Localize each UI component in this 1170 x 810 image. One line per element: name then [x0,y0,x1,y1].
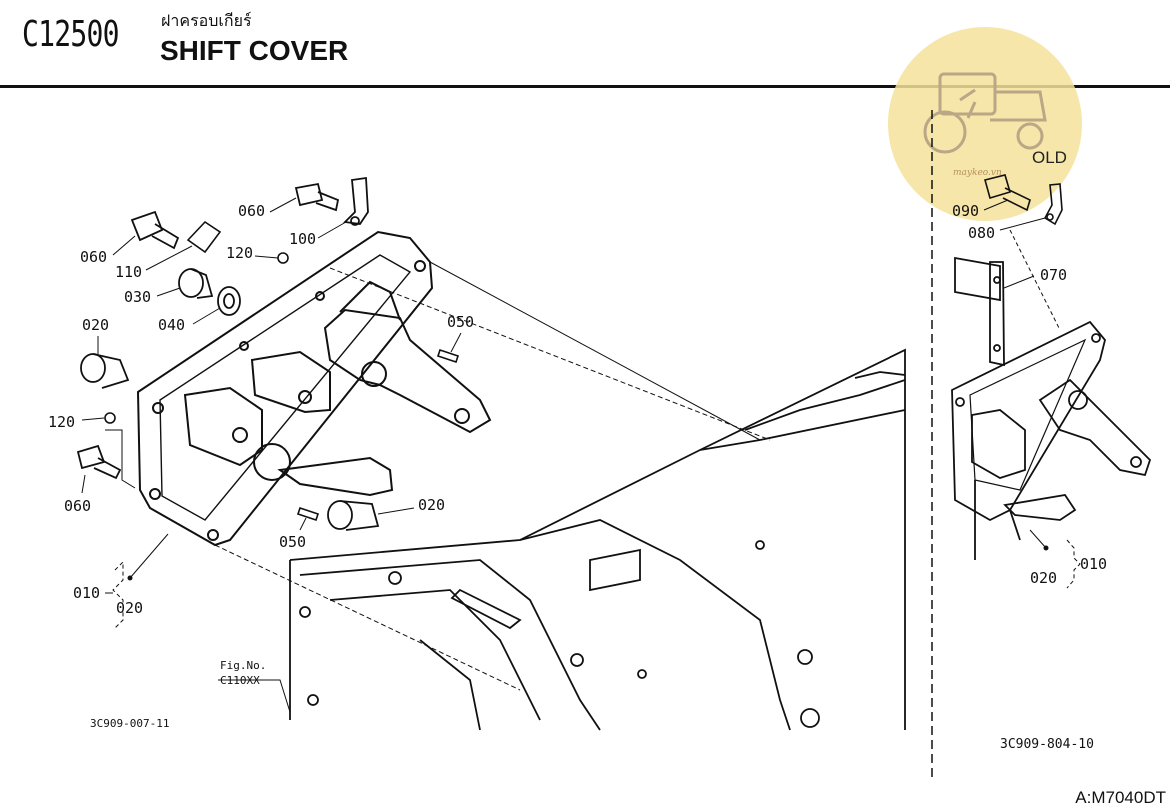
old-callout-080: 080 [968,224,996,242]
watermark-circle [888,27,1082,221]
callout-110: 110 [115,263,143,281]
shift-cover-plate [136,230,434,547]
callout-leaders [81,197,462,713]
pin-050 [296,348,460,522]
clip-100 [343,176,369,226]
old-callout-090: 090 [952,202,980,220]
figure-ref-number: C110XX [220,674,260,687]
old-clip-080 [1043,183,1063,226]
callout-020: 020 [82,316,110,334]
callout-050: 050 [447,313,475,331]
callout-060: 060 [64,497,92,515]
callout-100: 100 [289,230,317,248]
old-callout-070: 070 [1040,266,1068,284]
callout-040: 040 [158,316,186,334]
callout-030: 030 [124,288,152,306]
section-code: C12500 [22,14,120,55]
callout-060: 060 [80,248,108,266]
old-callout-010: 010 [1080,555,1108,573]
seal-040 [217,286,241,316]
title-thai: ฝาครอบเกียร์ [161,11,252,30]
shift-fork-assembly [183,280,492,497]
leader-lines-main [105,261,771,691]
old-label: OLD [1032,148,1067,167]
bushing-020-left [80,353,130,389]
bolt-060-lower [76,444,122,480]
transmission-case [289,348,906,731]
callout-120: 120 [226,244,254,262]
figure-ref-label: Fig.No. [220,659,267,672]
callout-020: 020 [418,496,446,514]
bolt-060-top [294,182,340,212]
header-divider [0,85,1170,88]
watermark-site: maykeo.vn [953,168,1002,178]
plate-110 [186,220,222,254]
callout-050: 050 [279,533,307,551]
old-bracket-070 [954,256,1005,367]
tractor-logo-icon [923,72,1047,154]
page-title: SHIFT COVER [160,35,349,66]
old-callout-leaders [983,199,1081,589]
bushing-020-right [327,500,380,531]
bolt-060-left [130,210,180,250]
old-callout-020: 020 [1030,569,1058,587]
old-cover-plate [951,320,1152,560]
old-bolt-090 [984,174,1031,212]
callout-060: 060 [238,202,266,220]
model-code: A:M7040DT [1075,788,1166,807]
plug-030 [178,268,214,299]
drawing-code-left: 3C909-007-11 [90,717,170,730]
drawing-code-right: 3C909-804-10 [1000,737,1094,752]
callout-010: 010 [73,584,101,602]
callout-120: 120 [48,413,76,431]
callout-020: 020 [116,599,144,617]
